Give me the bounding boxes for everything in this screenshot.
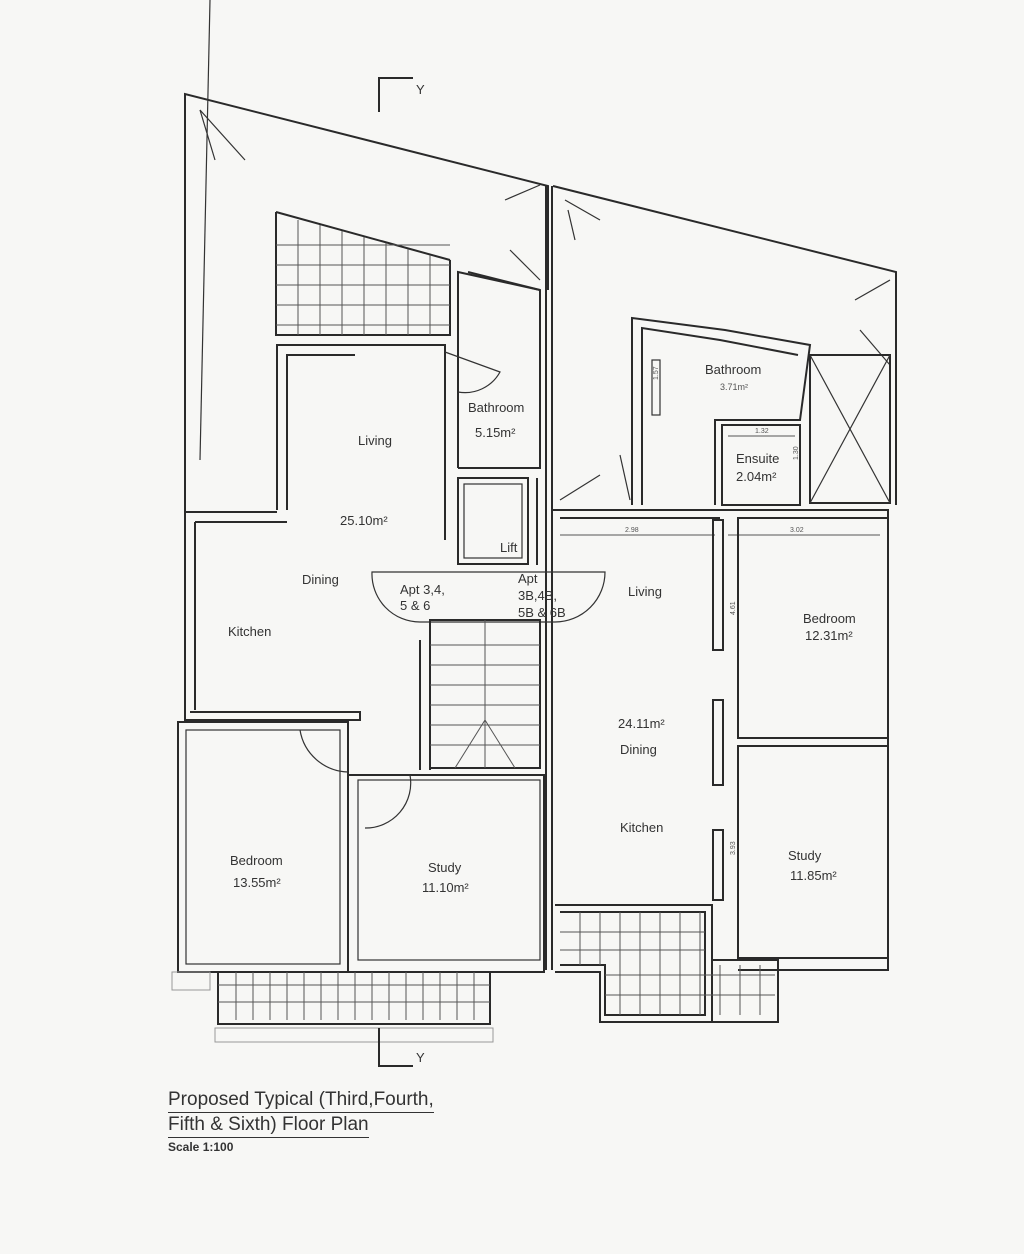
- svg-text:1.57: 1.57: [653, 366, 660, 380]
- room-area-bedroom-right: 12.31m²: [805, 628, 853, 643]
- room-label-ensuite: Ensuite: [736, 451, 779, 466]
- left-apartment-labels: Living 25.10m² Dining Kitchen Bathroom 5…: [228, 400, 524, 895]
- plan-scale: Scale 1:100: [168, 1140, 234, 1154]
- svg-text:2.98: 2.98: [625, 527, 639, 534]
- right-apartment-labels: Apt 3B,4B, 5B & 6B Bathroom 3.71m² Ensui…: [518, 362, 856, 883]
- section-marker-top: Y: [378, 77, 425, 112]
- room-label-bedroom-right: Bedroom: [803, 611, 856, 626]
- section-marker-bottom: Y: [378, 1028, 425, 1067]
- room-area-dining-right: 24.11m²: [618, 716, 665, 731]
- section-marker-top-label: Y: [416, 82, 425, 97]
- left-apartment: Lift: [171, 270, 606, 1043]
- svg-text:1.30: 1.30: [793, 446, 800, 460]
- right-lightwell: [552, 185, 897, 505]
- room-label-bathroom-right: Bathroom: [705, 362, 761, 377]
- svg-text:1.32: 1.32: [755, 428, 769, 435]
- svg-text:3.93: 3.93: [730, 841, 737, 855]
- room-label-kitchen-right: Kitchen: [620, 820, 663, 835]
- room-label-living-left: Living: [358, 433, 392, 448]
- room-label-study-right: Study: [788, 848, 822, 863]
- apartment-label-right-2: 3B,4B,: [518, 588, 557, 603]
- room-area-study-right: 11.85m²: [790, 868, 837, 883]
- room-label-study-left: Study: [428, 860, 462, 875]
- left-lightwell: [184, 0, 549, 508]
- room-label-dining-right: Dining: [620, 742, 657, 757]
- room-label-dining-left: Dining: [302, 572, 339, 587]
- room-area-bedroom-left: 13.55m²: [233, 875, 281, 890]
- room-area-study-left: 11.10m²: [422, 880, 469, 895]
- room-label-bathroom-left: Bathroom: [468, 400, 524, 415]
- apartment-label-right-3: 5B & 6B: [518, 605, 566, 620]
- room-label-kitchen-left: Kitchen: [228, 624, 271, 639]
- room-area-bathroom-left: 5.15m²: [475, 425, 516, 440]
- room-area-bathroom-right: 3.71m²: [720, 382, 748, 392]
- section-marker-bottom-label: Y: [416, 1050, 425, 1065]
- party-wall: [545, 186, 553, 970]
- svg-text:3.02: 3.02: [790, 527, 804, 534]
- room-area-living-left: 25.10m²: [340, 513, 388, 528]
- room-area-ensuite: 2.04m²: [736, 469, 777, 484]
- plan-title: Proposed Typical (Third,Fourth, Fifth & …: [168, 1088, 434, 1138]
- room-label-living-right: Living: [628, 584, 662, 599]
- right-apartment: 1.57 1.32 1.30 2.98 3.02 4.61 3.93: [552, 316, 889, 1023]
- room-label-bedroom-left: Bedroom: [230, 853, 283, 868]
- lift-label: Lift: [500, 540, 518, 555]
- apartment-label-left: Apt 3,4,: [400, 582, 445, 597]
- plan-title-line-2: Fifth & Sixth) Floor Plan: [168, 1113, 369, 1138]
- top-left-terrace: [275, 211, 451, 336]
- plan-title-line-1: Proposed Typical (Third,Fourth,: [168, 1088, 434, 1113]
- apartment-label-right: Apt: [518, 571, 538, 586]
- apartment-label-left-2: 5 & 6: [400, 598, 430, 613]
- svg-text:4.61: 4.61: [730, 601, 737, 615]
